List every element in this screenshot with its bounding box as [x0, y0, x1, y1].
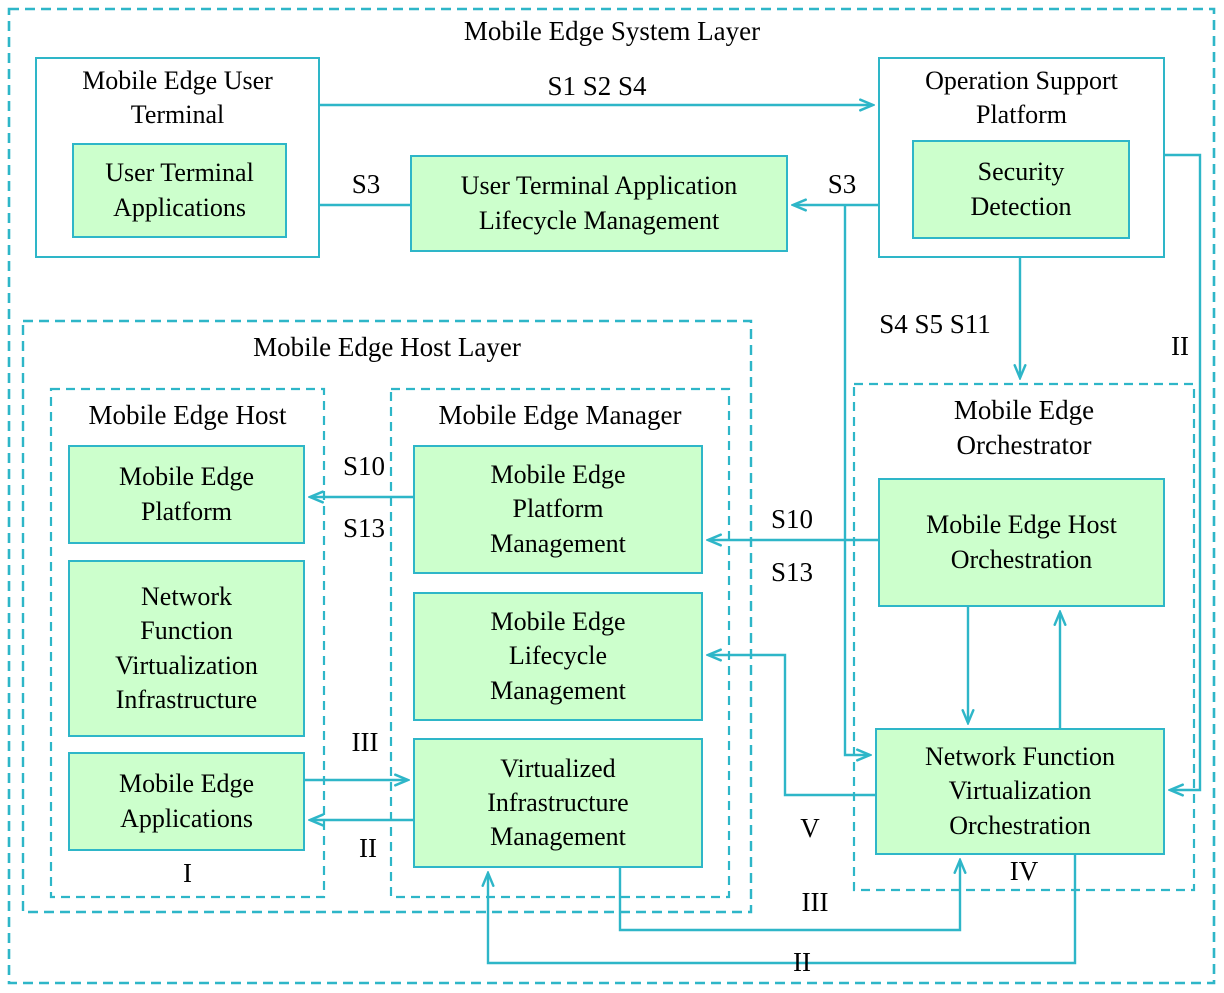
mobile-edge-host-frame	[49, 387, 326, 899]
virtualized-infrastructure-management-label: Virtualized Infrastructure Management	[487, 753, 629, 852]
host-layer-frame	[21, 319, 753, 914]
host-region-label: I	[183, 858, 192, 888]
nfv-orchestration-box: Network Function Virtualization Orchestr…	[875, 728, 1165, 855]
edge-label-ii-bottom: II	[793, 947, 811, 977]
edge-label-s10-orchestrator: S10	[770, 504, 814, 534]
me-host-orchestration-box: Mobile Edge Host Orchestration	[878, 478, 1165, 607]
edge-label-ii-host: II	[359, 833, 377, 863]
orchestrator-region-label: IV	[1009, 856, 1039, 886]
operation-support-platform-title: Operation Support Platform	[925, 66, 1118, 129]
edge-label-s13-host: S13	[342, 513, 386, 543]
me-platform-management-label: Mobile Edge Platform Management	[490, 460, 626, 558]
edge-nfvo-to-vim-ii-bottom	[488, 855, 1077, 965]
security-detection-box: Security Detection	[912, 140, 1130, 239]
me-host-orchestration-label: Mobile Edge Host Orchestration	[926, 510, 1117, 574]
edge-vim-to-nfvo-iii-bottom	[618, 860, 960, 932]
mobile-edge-applications-box: Mobile Edge Applications	[68, 752, 305, 851]
me-platform-management-box: Mobile Edge Platform Management	[413, 445, 703, 574]
edge-osp-to-nfvo-ii	[1165, 153, 1202, 790]
edge-label-iii-host: III	[351, 727, 379, 757]
mobile-edge-orchestrator-title: Mobile Edge Orchestrator	[953, 395, 1095, 461]
nfv-infrastructure-label: Network Function Virtualization Infrastr…	[115, 581, 258, 714]
mobile-edge-manager-frame	[389, 387, 731, 899]
edge-nfvo-to-melm-v	[708, 655, 875, 797]
edge-label-s1-s2-s4: S1 S2 S4	[547, 71, 647, 101]
ut-app-lifecycle-management-box: User Terminal Application Lifecycle Mana…	[410, 155, 788, 252]
edge-s3-branch-to-nfvo	[843, 205, 870, 755]
mobile-edge-platform-box: Mobile Edge Platform	[68, 445, 305, 544]
edge-label-s13-orchestrator: S13	[770, 557, 814, 587]
edge-label-s10-host: S10	[342, 451, 386, 481]
mobile-edge-orchestrator-frame	[852, 382, 1196, 892]
edge-label-s3-right: S3	[827, 169, 857, 199]
edge-label-v-manager: V	[800, 813, 820, 843]
edge-label-s4-s5-s11: S4 S5 S11	[879, 309, 991, 339]
me-lifecycle-management-label: Mobile Edge Lifecycle Management	[490, 607, 626, 705]
system-layer-title: Mobile Edge System Layer	[463, 16, 761, 46]
nfv-infrastructure-box: Network Function Virtualization Infrastr…	[68, 560, 305, 737]
mobile-edge-applications-label: Mobile Edge Applications	[118, 769, 255, 833]
mobile-edge-platform-label: Mobile Edge Platform	[118, 462, 255, 526]
mobile-edge-manager-title: Mobile Edge Manager	[438, 400, 682, 430]
mobile-edge-user-terminal-title: Mobile Edge User Terminal	[82, 66, 273, 129]
mobile-edge-host-title: Mobile Edge Host	[88, 400, 287, 430]
edge-label-ii-top-right: II	[1171, 331, 1189, 361]
virtualized-infrastructure-management-box: Virtualized Infrastructure Management	[413, 738, 703, 868]
user-terminal-applications-label: User Terminal Applications	[105, 158, 254, 222]
host-layer-title: Mobile Edge Host Layer	[253, 332, 521, 362]
me-lifecycle-management-box: Mobile Edge Lifecycle Management	[413, 592, 703, 721]
edge-label-s3-left: S3	[351, 169, 381, 199]
user-terminal-applications-box: User Terminal Applications	[72, 143, 287, 238]
edge-label-iii-bottom: III	[801, 887, 829, 917]
ut-app-lifecycle-management-label: User Terminal Application Lifecycle Mana…	[460, 171, 738, 235]
security-detection-label: Security Detection	[970, 157, 1072, 221]
nfv-orchestration-label: Network Function Virtualization Orchestr…	[925, 742, 1115, 840]
